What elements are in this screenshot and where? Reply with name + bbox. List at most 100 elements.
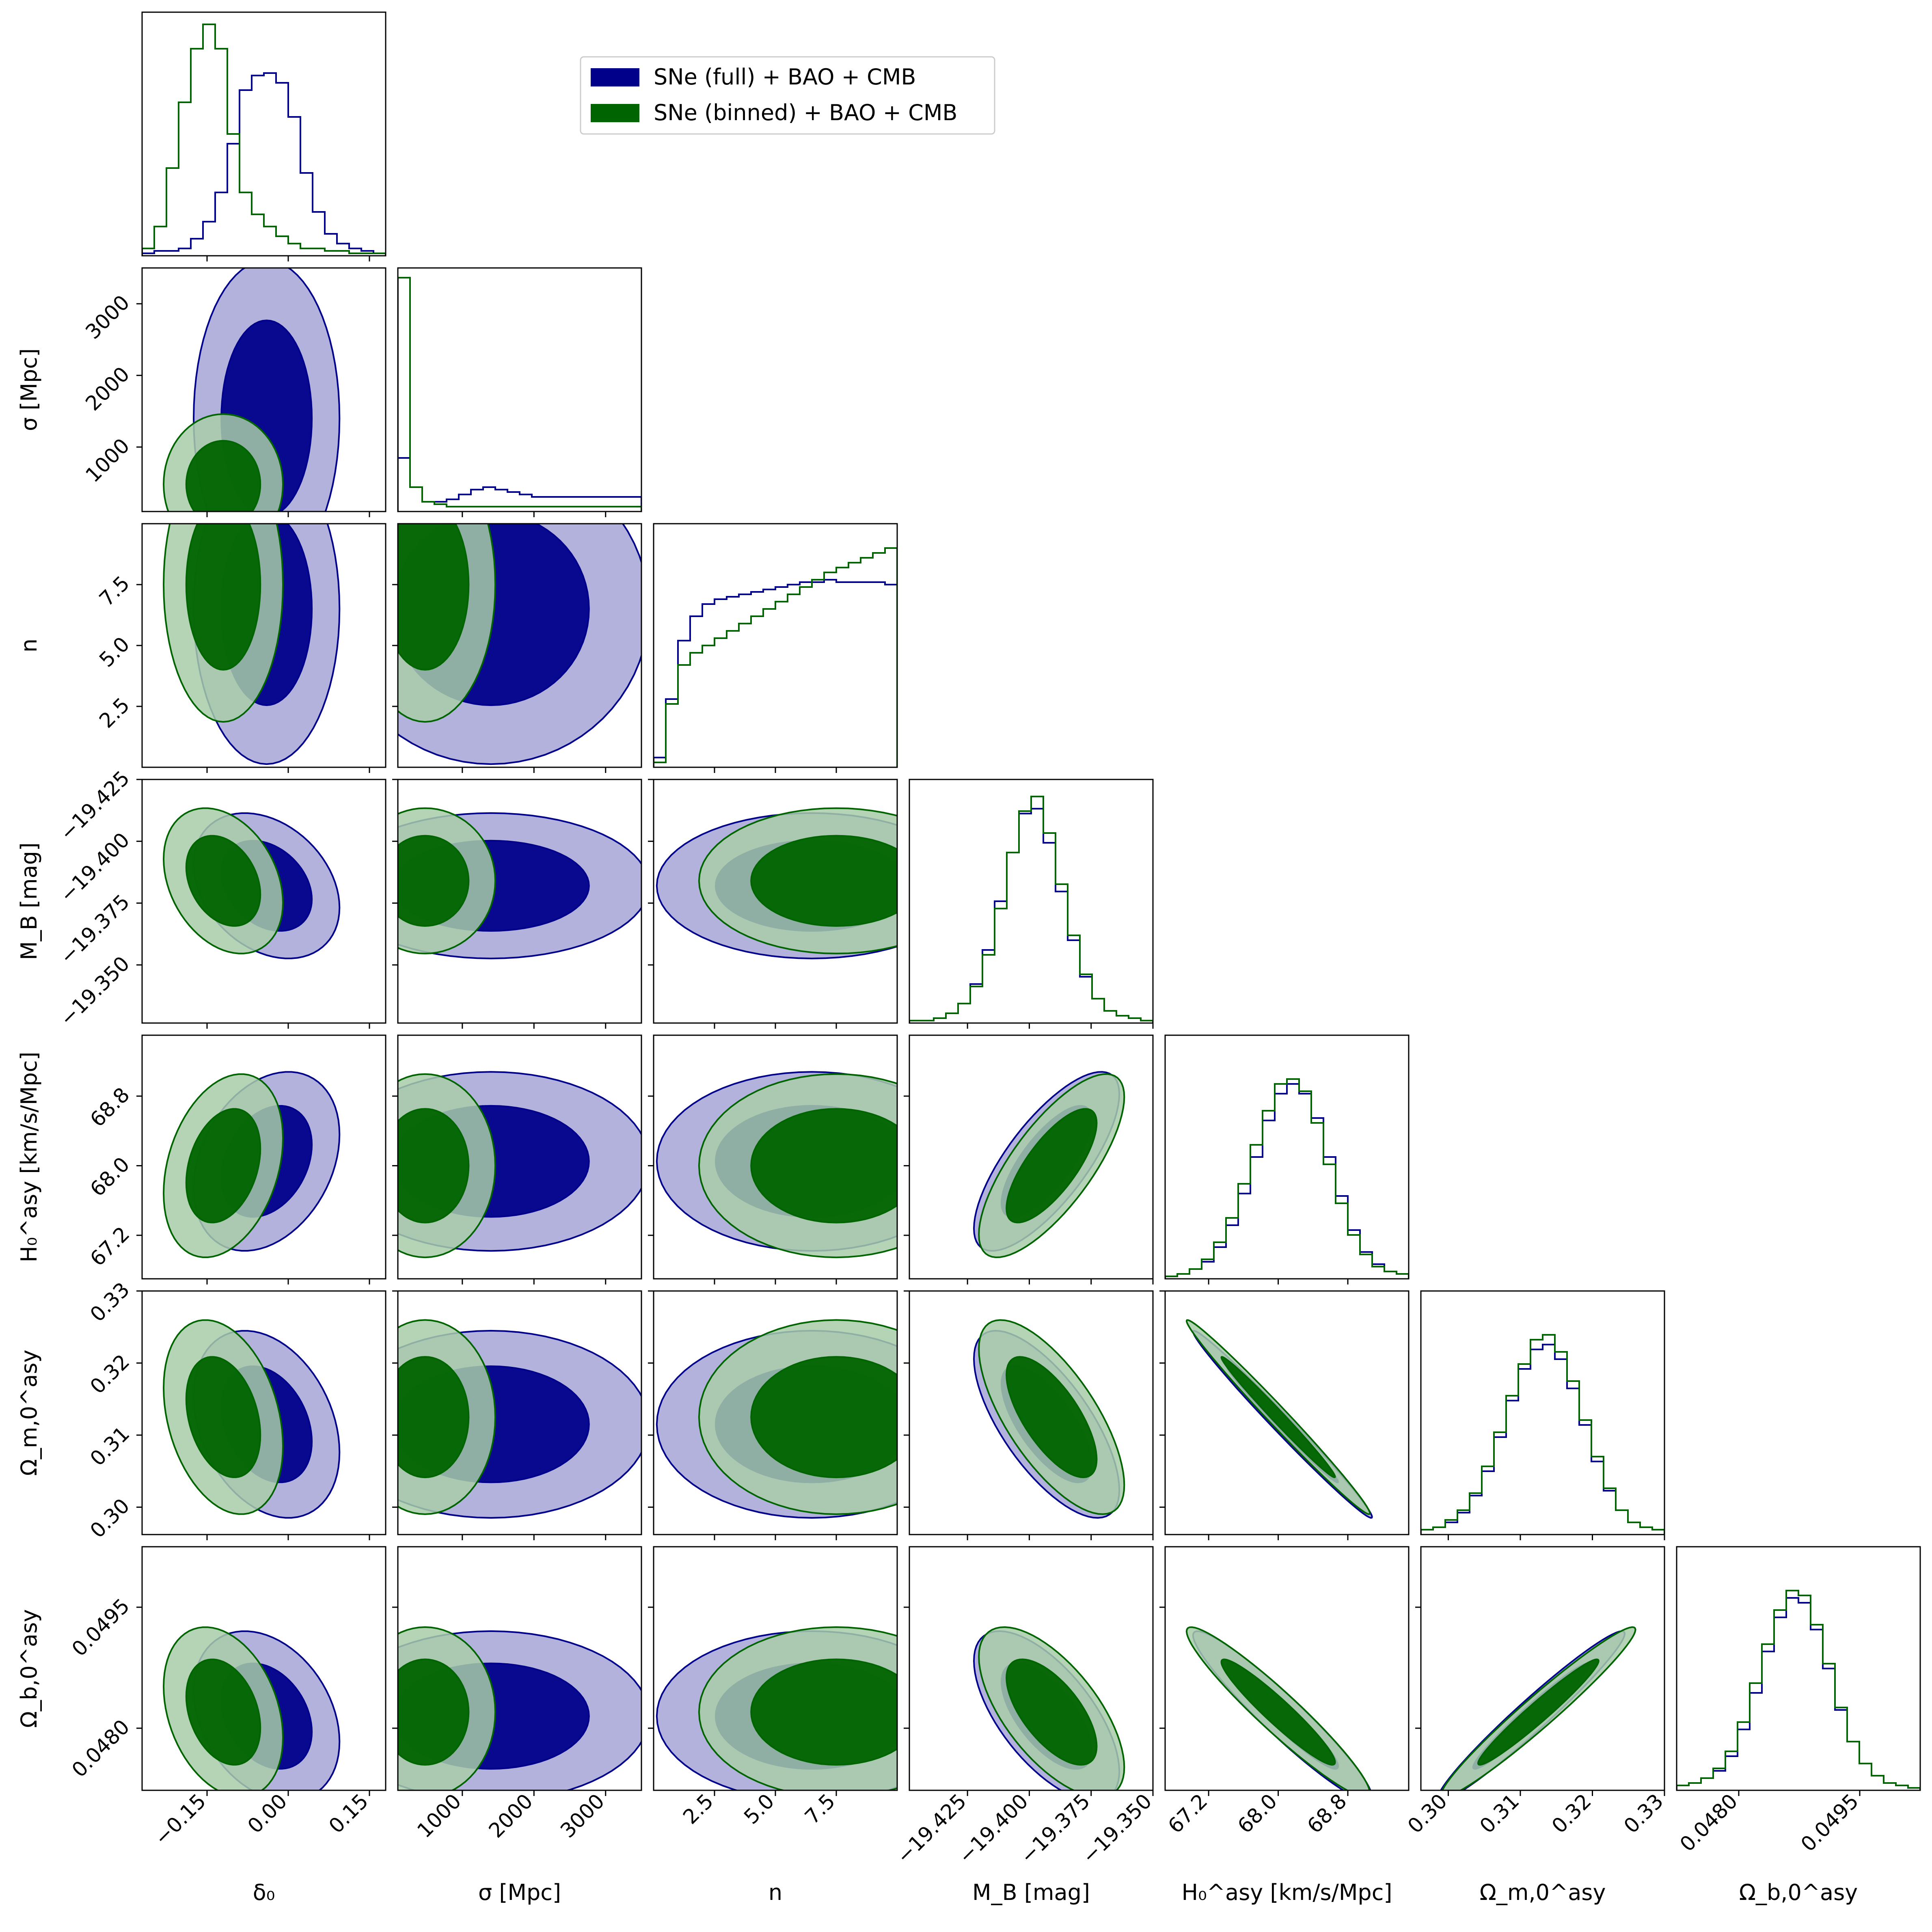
legend-label-binned: SNe (binned) + BAO + CMB [654, 100, 957, 125]
contour-inner-H0-Ob-series-1 [1220, 1658, 1336, 1766]
panel-body [656, 1319, 897, 1519]
panel-Ob-vs-H0: 67.2 68.0 68.8H₀^asy [km/s/Mpc] [1159, 1546, 1410, 1905]
panel-body [973, 1626, 1125, 1790]
panel-Ob-vs-n: 2.5 5.0 7.5 n [648, 1546, 898, 1905]
panel-MB-vs-sigma [392, 779, 642, 1029]
x-tick-label-H0-2: 68.8 [1303, 1789, 1351, 1838]
panel-frame [909, 779, 1154, 1024]
panel-Om-vs-MB [904, 1290, 1154, 1540]
panel-frame [1164, 1034, 1410, 1280]
panel-frame [1420, 1546, 1665, 1791]
contour-inner-sigma-MB-series-1 [398, 835, 470, 927]
histogram-n-series-1 [654, 547, 897, 767]
panel-H0-vs-delta0: 67.268.068.8H₀^asy [km/s/Mpc] [16, 1034, 386, 1284]
panel-body [909, 796, 1153, 1023]
panel-body [142, 24, 386, 256]
y-axis-label-n: n [16, 639, 42, 652]
panel-frame [141, 1034, 386, 1280]
x-tick-label-Om-2: 0.32 [1547, 1789, 1596, 1838]
panel-sigma-vs-sigma [397, 267, 642, 517]
contour-inner-MB-Ob-series-1 [1006, 1658, 1098, 1766]
y-axis-label-sigma: σ [Mpc] [16, 348, 42, 431]
panel-body [1185, 1626, 1371, 1790]
panel-body [1421, 1334, 1664, 1535]
y-tick-label-Om-0: 0.30 [86, 1494, 134, 1543]
panel-body [398, 277, 641, 512]
y-tick-label-Om-1: 0.31 [86, 1422, 134, 1471]
x-tick-label-H0-1: 68.0 [1233, 1789, 1282, 1838]
legend-swatch-full [591, 68, 639, 86]
histogram-Om-series-0 [1421, 1344, 1664, 1535]
panel-frame [397, 1290, 642, 1535]
panel-body [162, 1071, 341, 1258]
panel-delta0-vs-delta0 [141, 11, 386, 261]
contour-inner-delta0-n-series-1 [185, 524, 261, 671]
contour-inner-n-Om-series-1 [750, 1356, 897, 1479]
contour-inner-Om-Ob-series-1 [1477, 1658, 1600, 1766]
x-tick-label-delta0-2: 0.15 [324, 1789, 373, 1838]
contour-inner-delta0-MB-series-1 [185, 835, 261, 927]
panel-frame [141, 1546, 386, 1791]
histogram-Om-series-1 [1421, 1334, 1664, 1535]
panel-frame [397, 1034, 642, 1280]
panel-body [162, 807, 341, 959]
panel-Om-vs-sigma [392, 1290, 642, 1540]
panel-body [654, 547, 897, 767]
y-tick-label-sigma-0: 1000 [81, 434, 134, 487]
x-axis-label-MB: M_B [mag] [972, 1880, 1090, 1905]
x-axis-label-Om: Ω_m,0^asy [1480, 1880, 1606, 1905]
panel-frame [909, 1034, 1154, 1280]
panel-Om-vs-n [648, 1290, 898, 1540]
contour-inner-n-H0-series-1 [750, 1108, 897, 1224]
y-tick-label-Om-2: 0.32 [86, 1350, 134, 1399]
panel-body [973, 1319, 1125, 1519]
x-tick-label-H0-0: 67.2 [1164, 1789, 1212, 1838]
x-tick-label-sigma-0: 1000 [412, 1789, 466, 1842]
panel-MB-vs-MB [909, 779, 1154, 1029]
x-tick-label-n-2: 7.5 [800, 1789, 840, 1828]
contour-inner-sigma-Ob-series-1 [398, 1658, 470, 1766]
panel-frame [1164, 1546, 1410, 1791]
x-tick-label-n-1: 5.0 [739, 1789, 779, 1828]
panel-body [162, 524, 341, 765]
panel-body [162, 268, 341, 512]
panel-H0-vs-n [648, 1034, 898, 1284]
panel-frame [141, 779, 386, 1024]
y-tick-label-Ob-0: 0.0480 [67, 1715, 134, 1782]
panel-frame [909, 1290, 1154, 1535]
histogram-H0-series-1 [1165, 1078, 1409, 1279]
contour-inner-delta0-Om-series-1 [185, 1356, 261, 1478]
x-tick-label-delta0-1: 0.00 [243, 1789, 292, 1838]
x-tick-label-Ob-1: 0.0495 [1796, 1789, 1863, 1856]
panel-body [398, 807, 641, 960]
contour-inner-sigma-Om-series-1 [398, 1356, 470, 1479]
panel-frame [1420, 1290, 1665, 1535]
legend-label-full: SNe (full) + BAO + CMB [654, 64, 916, 90]
contour-inner-MB-Om-series-1 [1006, 1356, 1098, 1479]
panel-Om-vs-delta0: 0.300.310.320.33Ω_m,0^asy [16, 1278, 386, 1543]
y-axis-label-Om: Ω_m,0^asy [16, 1350, 42, 1476]
y-axis-label-MB: M_B [mag] [16, 842, 42, 960]
x-tick-label-n-0: 2.5 [678, 1789, 718, 1828]
x-tick-label-Ob-0: 0.0480 [1675, 1789, 1742, 1856]
panel-frame [909, 1546, 1154, 1791]
x-tick-label-Om-3: 0.33 [1619, 1789, 1668, 1838]
x-axis-label-n: n [768, 1880, 782, 1905]
panel-body [656, 1626, 897, 1790]
contour-inner-MB-H0-series-1 [1006, 1108, 1098, 1224]
panel-H0-vs-MB [904, 1034, 1154, 1284]
contour-inner-delta0-sigma-series-1 [185, 440, 261, 512]
y-tick-label-n-1: 5.0 [95, 632, 134, 671]
x-axis-label-delta0: δ₀ [253, 1880, 275, 1905]
legend: SNe (full) + BAO + CMB SNe (binned) + BA… [580, 56, 995, 135]
histogram-sigma-series-1 [398, 277, 641, 512]
contour-inner-delta0-Ob-series-1 [185, 1658, 261, 1766]
x-axis-label-H0: H₀^asy [km/s/Mpc] [1182, 1880, 1392, 1905]
contour-inner-sigma-n-series-1 [398, 524, 470, 671]
x-axis-label-sigma: σ [Mpc] [478, 1880, 561, 1905]
